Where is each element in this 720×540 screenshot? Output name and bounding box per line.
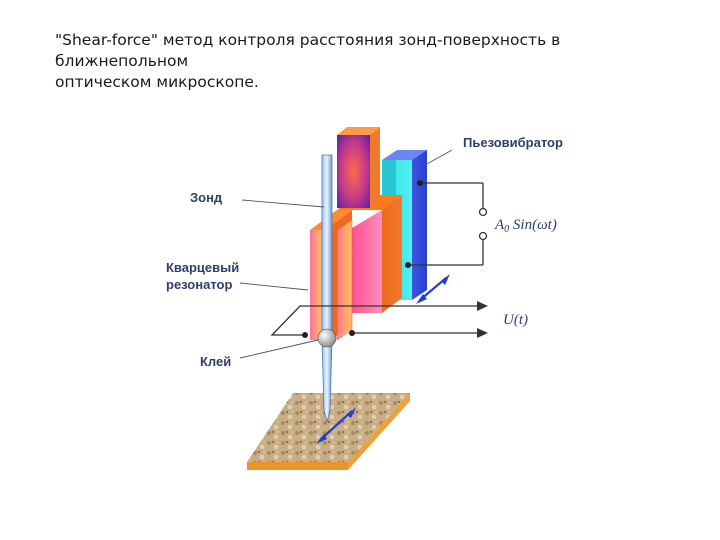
probe-fiber <box>321 154 333 423</box>
label-output-signal: U(t) <box>503 312 528 328</box>
output-circuit <box>270 305 480 336</box>
quartz-contact-left <box>302 332 308 338</box>
drive-terminal-top <box>478 207 488 217</box>
drive-terminal-bottom <box>478 231 488 241</box>
label-probe: Зонд <box>190 190 223 205</box>
output-arrow-upper <box>477 301 488 311</box>
top-block <box>337 127 380 208</box>
leader-glue <box>239 339 319 359</box>
label-quartz-line-2: резонатор <box>166 277 232 292</box>
leader-probe <box>241 199 325 208</box>
caption-line-2: оптическом микроскопе. <box>55 73 259 91</box>
label-glue: Клей <box>200 354 231 369</box>
sample-oscillation-arrow <box>316 407 356 444</box>
leader-piezo <box>424 149 453 166</box>
label-drive-signal: A0 Sin(ωt) <box>494 217 557 235</box>
sample-surface <box>247 393 410 470</box>
drive-circuit <box>408 182 484 266</box>
quartz-contact-right <box>349 330 355 336</box>
leader-quartz <box>239 282 309 291</box>
piezo-contact-bottom <box>405 262 411 268</box>
caption-line-1: "Shear-force" метод контроля расстояния … <box>55 31 561 70</box>
label-piezo: Пьезовибратор <box>463 135 563 150</box>
output-arrow-lower <box>477 328 488 338</box>
label-quartz-line-1: Кварцевый <box>166 260 239 275</box>
piezo-oscillation-arrow <box>416 274 450 304</box>
piezo-contact-top <box>417 180 423 186</box>
label-leaders <box>239 149 453 359</box>
glue-ball <box>317 328 337 348</box>
slide-caption: "Shear-force" метод контроля расстояния … <box>55 30 695 93</box>
